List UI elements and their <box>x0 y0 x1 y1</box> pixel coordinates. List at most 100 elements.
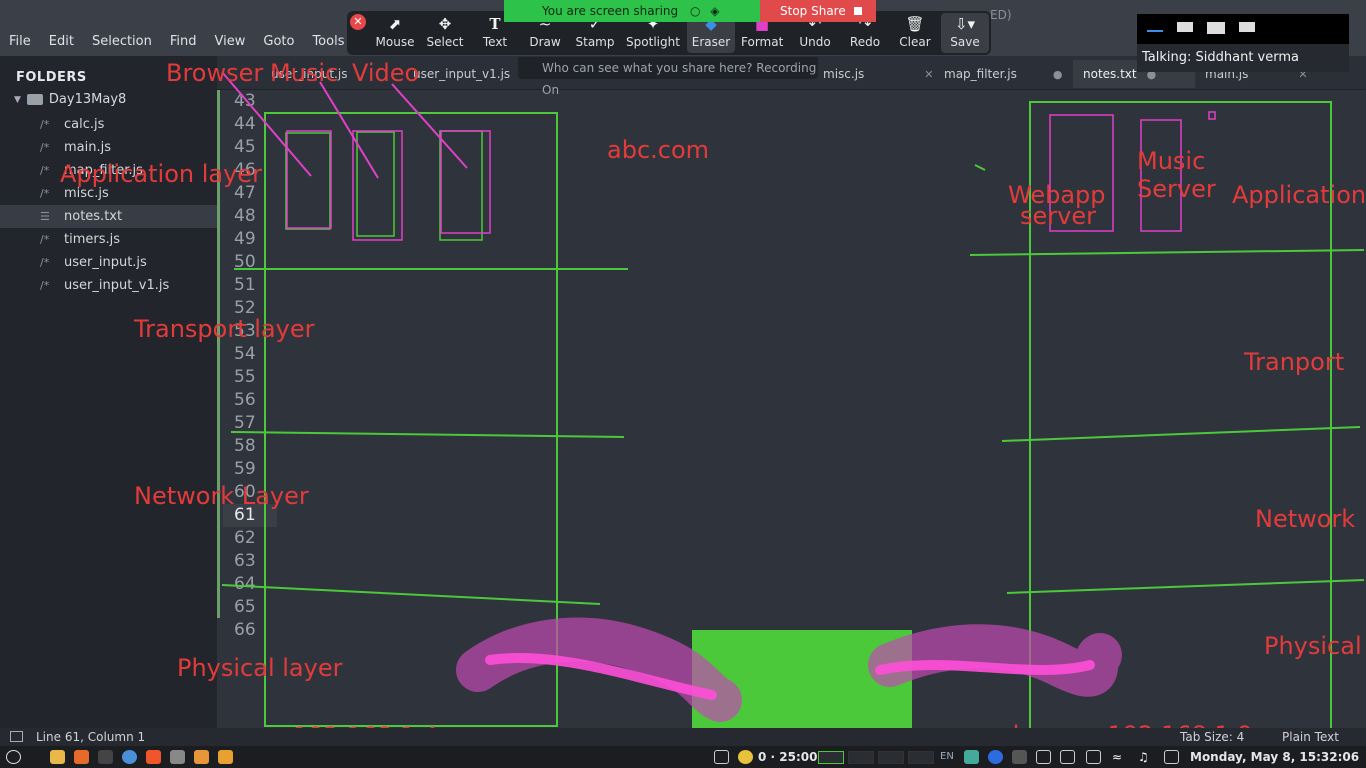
text-file-icon: ☰ <box>40 210 50 223</box>
sidebar-file-timers[interactable]: /*timers.js <box>0 228 217 251</box>
workspace-2[interactable] <box>848 751 874 764</box>
workspace-4[interactable] <box>908 751 934 764</box>
sidebar-file-misc[interactable]: /*misc.js <box>0 182 217 205</box>
save-icon: ⇩▾ <box>954 15 976 33</box>
who-can-see-text: Who can see what you share here? Recordi… <box>542 61 817 97</box>
pomodoro-timer[interactable]: 0 · 25:00 <box>758 750 818 764</box>
js-file-icon: /* <box>40 141 50 154</box>
menu-edit[interactable]: Edit <box>48 34 74 49</box>
sidebar-file-calc[interactable]: /*calc.js <box>0 113 217 136</box>
tool-clear[interactable]: 🗑Clear <box>897 13 933 53</box>
keyboard-layout[interactable]: EN <box>940 751 954 762</box>
sidebar-file-user-input-v1[interactable]: /*user_input_v1.js <box>0 274 217 297</box>
line-number: 63 <box>234 551 256 571</box>
notes-icon[interactable] <box>714 750 729 764</box>
chrome-icon[interactable] <box>122 750 137 764</box>
file-label: user_input.js <box>64 255 147 270</box>
tab-label: map_filter.js <box>944 67 1017 81</box>
files-icon[interactable] <box>50 750 65 764</box>
battery-icon[interactable] <box>1164 750 1179 764</box>
tool-label: Eraser <box>691 35 731 49</box>
pomodoro-icon[interactable] <box>738 750 753 764</box>
menu-tools[interactable]: Tools <box>312 34 345 49</box>
tool-text[interactable]: T Text <box>477 13 513 53</box>
tab-label: user_input.js <box>271 67 348 81</box>
syntax-selector[interactable]: Plain Text <box>1282 730 1339 744</box>
menu-file[interactable]: File <box>9 34 31 49</box>
sidebar: FOLDERS ▼ Day13May8 /*calc.js /*main.js … <box>0 56 217 728</box>
app-icon[interactable] <box>194 750 209 764</box>
tab-size-selector[interactable]: Tab Size: 4 <box>1180 730 1245 744</box>
tab-map-filter[interactable]: map_filter.js ● <box>934 60 1072 88</box>
gallery-view-icon[interactable] <box>1239 22 1255 32</box>
bluetooth-icon[interactable] <box>1012 750 1027 764</box>
notes-tray-icon[interactable] <box>1086 750 1101 764</box>
firefox-icon[interactable] <box>74 750 89 764</box>
clipboard-icon[interactable] <box>1036 750 1051 764</box>
sidebar-file-main[interactable]: /*main.js <box>0 136 217 159</box>
sidebar-file-map-filter[interactable]: /*map_filter.js <box>0 159 217 182</box>
close-icon[interactable]: ✕ <box>1298 68 1308 81</box>
tab-user-input-v1[interactable]: user_input_v1.js <box>403 60 520 88</box>
text-icon: T <box>489 15 501 33</box>
calculator-icon[interactable] <box>170 750 185 764</box>
minimize-view-icon[interactable] <box>1147 30 1163 32</box>
unsaved-dot-icon[interactable]: ● <box>1052 68 1063 81</box>
line-number: 45 <box>234 137 256 157</box>
line-number: 60 <box>234 482 256 502</box>
speaker-view-icon[interactable] <box>1177 22 1193 32</box>
tool-mouse[interactable]: ⬈Mouse <box>375 13 415 53</box>
taskbar: 0 · 25:00 EN ≈ ♫ Monday, May 8, 15:32:06 <box>0 746 1366 768</box>
tool-save[interactable]: ⇩▾Save <box>941 13 989 53</box>
tool-label: Draw <box>529 35 561 49</box>
line-number: 62 <box>234 528 256 548</box>
menu-goto[interactable]: Goto <box>263 34 295 49</box>
zoom-tray-icon[interactable] <box>988 750 1003 764</box>
menu-find[interactable]: Find <box>169 34 197 49</box>
fullscreen-view-icon[interactable] <box>1207 22 1225 34</box>
js-file-icon: /* <box>40 187 50 200</box>
workspace-3[interactable] <box>878 751 904 764</box>
wifi-icon[interactable]: ≈ <box>1112 750 1123 764</box>
close-icon[interactable]: ✕ <box>924 68 934 81</box>
brave-icon[interactable] <box>146 750 161 764</box>
sublime-text-icon[interactable] <box>218 750 233 764</box>
menu-selection[interactable]: Selection <box>91 34 152 49</box>
start-menu-icon[interactable] <box>6 750 21 764</box>
tool-select[interactable]: ✥Select <box>425 13 465 53</box>
mic-icon[interactable]: ○ <box>689 4 701 18</box>
sidebar-file-user-input[interactable]: /*user_input.js <box>0 251 217 274</box>
file-list: /*calc.js /*main.js /*map_filter.js /*mi… <box>0 113 217 297</box>
workspace-1[interactable] <box>818 751 844 764</box>
tool-label: Text <box>482 35 508 49</box>
shield-tray-icon[interactable] <box>1060 750 1075 764</box>
line-number: 65 <box>234 597 256 617</box>
js-file-icon: /* <box>40 164 50 177</box>
sidebar-file-notes[interactable]: ☰notes.txt <box>0 205 217 228</box>
view-switcher <box>1137 14 1349 44</box>
menu-view[interactable]: View <box>214 34 246 49</box>
network-tray-icon[interactable] <box>964 750 979 764</box>
stop-share-button[interactable]: Stop Share <box>760 0 876 22</box>
unsaved-dot-icon[interactable]: ● <box>1146 68 1157 81</box>
tab-user-input[interactable]: user_input.js <box>261 60 357 88</box>
clock[interactable]: Monday, May 8, 15:32:06 <box>1190 750 1360 764</box>
tool-label: Spotlight <box>626 35 680 49</box>
who-can-see-bar[interactable]: Who can see what you share here? Recordi… <box>518 57 818 97</box>
folder-day13may8[interactable]: ▼ Day13May8 <box>14 92 126 107</box>
terminal-icon[interactable] <box>98 750 113 764</box>
cursor-icon: ⬈ <box>388 15 402 33</box>
panel-toggle-icon[interactable] <box>10 731 23 742</box>
share-status-text: You are screen sharing <box>542 4 679 18</box>
line-number: 43 <box>234 91 256 111</box>
volume-icon[interactable]: ♫ <box>1138 750 1149 764</box>
cursor-position: Line 61, Column 1 <box>36 730 146 744</box>
move-icon: ✥ <box>438 15 452 33</box>
folder-icon <box>26 94 43 105</box>
tab-misc[interactable]: misc.js✕ <box>813 60 944 88</box>
gutter-modified-marker <box>217 90 220 618</box>
line-number: 59 <box>234 459 256 479</box>
line-number: 61 <box>223 504 277 527</box>
close-annotation-button[interactable]: ✕ <box>350 14 366 30</box>
